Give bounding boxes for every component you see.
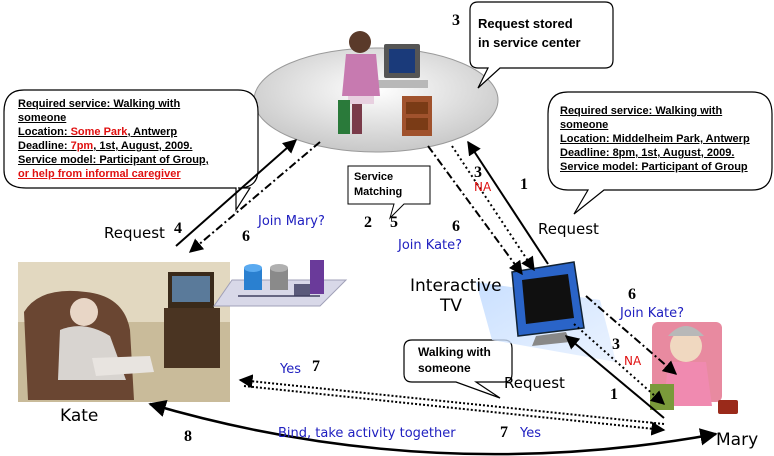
yes-top-label: Yes [280, 362, 301, 377]
step-1-bottom: 1 [610, 386, 618, 403]
database-illustration [213, 260, 348, 307]
arrow-tv-request [467, 140, 549, 265]
tv-label: TV [440, 296, 463, 316]
step-7-bottom: 7 [500, 424, 508, 441]
kate-photo [18, 262, 230, 402]
step-3-center: 3 [474, 164, 482, 181]
service-center-text: Request stored in service center [478, 16, 581, 50]
request-label-right-bottom: Request [504, 374, 565, 392]
step-7-top: 7 [312, 358, 320, 375]
arrow-center-join-mary [188, 141, 321, 253]
step-6-center: 6 [452, 218, 460, 235]
walking-bubble [403, 339, 513, 399]
arrow-bind [148, 400, 718, 456]
step-5: 5 [390, 214, 398, 231]
arrow-yes-bottom [243, 385, 666, 436]
bind-label: Bind, take activity together [278, 426, 456, 441]
arrow-yes-top [238, 374, 665, 425]
step-3-right: 3 [612, 336, 620, 353]
na-right-label: NA [624, 354, 642, 368]
step-3-top: 3 [452, 12, 460, 29]
join-kate-right-label: Join Kate? [620, 306, 685, 321]
step-6-left: 6 [242, 228, 250, 245]
arrow-tv-na [573, 323, 666, 405]
interactive-tv-icon [511, 261, 585, 346]
service-center-bubble [469, 1, 614, 89]
service-matching-bubble [347, 165, 431, 220]
arrow-center-na [451, 145, 535, 272]
join-mary-label: Join Mary? [258, 214, 325, 229]
step-6-right: 6 [628, 286, 636, 303]
request-label-right-top: Request [538, 220, 599, 238]
arrow-kate-request [175, 139, 298, 247]
join-kate-center-label: Join Kate? [398, 238, 463, 253]
arrow-tv-join-kate [585, 295, 678, 375]
yes-bottom-label: Yes [520, 426, 541, 441]
kate-request-text: Required service: Walking with someone L… [18, 98, 209, 180]
mary-illustration [650, 322, 738, 414]
mary-request-bubble [547, 91, 773, 215]
mary-name: Mary [716, 430, 759, 450]
kate-request-bubble [3, 89, 259, 213]
interactive-label: Interactive [410, 276, 502, 296]
arrow-center-join-kate [427, 145, 523, 276]
walking-text: Walking with someone [418, 345, 491, 375]
step-1-top: 1 [520, 176, 528, 193]
step-4: 4 [174, 220, 182, 237]
mary-request-text: Required service: Walking with someone L… [560, 105, 750, 173]
kate-name: Kate [60, 406, 99, 426]
request-label-left: Request [104, 224, 165, 242]
service-matching-text: Service Matching [354, 171, 403, 198]
step-2: 2 [364, 214, 372, 231]
operator-illustration [338, 31, 432, 136]
na-center-label: NA [474, 180, 492, 194]
step-8: 8 [184, 428, 192, 445]
